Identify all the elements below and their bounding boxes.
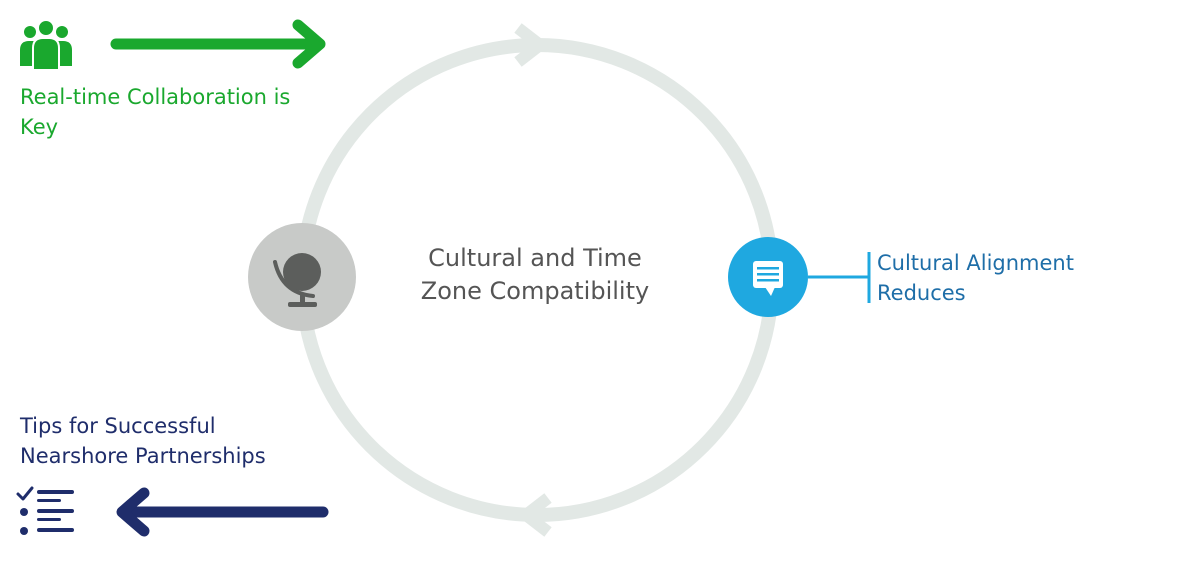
tips-label-line2: Nearshore Partnerships bbox=[20, 444, 266, 468]
center-title-line1: Cultural and Time bbox=[428, 244, 642, 272]
alignment-label-line2: Reduces bbox=[877, 281, 966, 305]
chat-bubble-icon bbox=[753, 261, 783, 296]
alignment-label-line1: Cultural Alignment bbox=[877, 251, 1074, 275]
tips-label: Tips for Successful Nearshore Partnershi… bbox=[20, 411, 266, 471]
navy-arrow bbox=[116, 487, 329, 537]
collaboration-label-line1: Real-time Collaboration is bbox=[20, 85, 291, 109]
globe-icon bbox=[273, 253, 321, 307]
alignment-label: Cultural Alignment Reduces bbox=[877, 248, 1074, 308]
ring-arrow-bottom bbox=[516, 493, 552, 537]
team-people-icon bbox=[20, 19, 72, 71]
collaboration-label: Real-time Collaboration is Key bbox=[20, 82, 290, 142]
center-title-line2: Zone Compatibility bbox=[420, 277, 650, 305]
checklist-icon bbox=[16, 486, 74, 535]
collaboration-label-line2: Key bbox=[20, 115, 59, 139]
globe-node bbox=[248, 223, 356, 331]
tips-label-line1: Tips for Successful bbox=[20, 414, 216, 438]
ring-arrow-top bbox=[514, 23, 550, 67]
chat-node bbox=[728, 237, 871, 317]
green-arrow bbox=[110, 19, 326, 69]
center-title: Cultural and Time Zone Compatibility bbox=[400, 242, 670, 308]
